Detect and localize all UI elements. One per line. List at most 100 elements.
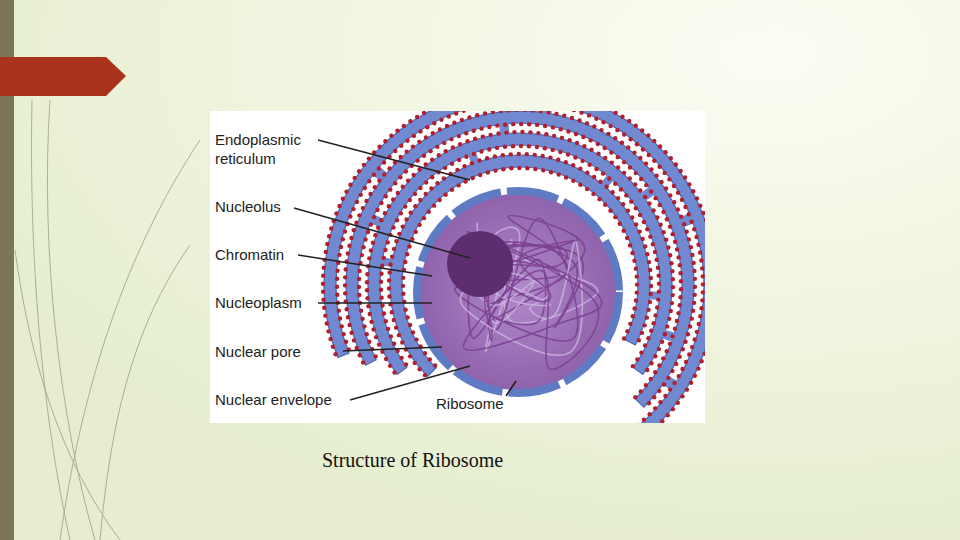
ribosome-dot [531,111,535,113]
ribosome-dot [571,179,575,183]
ribosome-dot [422,154,426,158]
ribosome-dot [690,345,694,349]
ribosome-dot [363,186,367,190]
ribosome-dot [400,340,404,344]
ribosome-dot [357,213,361,217]
ribosome-dot [408,323,412,327]
title-tab [0,57,126,96]
ribosome-dot [384,194,388,198]
ribosome-dot [361,245,365,249]
ribosome-dot [458,142,462,146]
ribosome-dot [645,368,649,372]
ribosome-dot [527,122,531,126]
ribosome-dot [412,361,416,365]
ribosome-dot [677,374,681,378]
ribosome-dot [401,184,405,188]
ribosome-dot [669,156,673,160]
ribosome-dot [556,172,560,176]
ribosome-dot [397,232,401,236]
ribosome-dot [610,190,614,194]
ribosome-dot [417,140,421,144]
ribosome-dot [383,248,387,252]
ribosome-dot [361,206,365,210]
ribosome-dot [414,230,418,234]
ribosome-dot [433,363,437,367]
ribosome-dot [596,151,600,155]
ribosome-dot [632,150,636,154]
ribosome-dot [533,167,537,171]
ribosome-dot [647,401,651,405]
ribosome-dot [519,144,523,148]
ribosome-dot [437,153,441,157]
ribosome-dot [321,290,325,294]
ribosome-dot [445,124,449,128]
ribosome-dot [415,115,419,119]
ribosome-dot [699,359,703,363]
ribosome-dot [597,197,601,201]
ribosome-dot [451,145,455,149]
ribosome-dot [670,293,674,297]
ribosome-dot [387,278,391,282]
ribosome-dot [382,160,386,164]
ribosome-dot [683,175,687,179]
leader-line [350,366,470,400]
ribosome-dot [667,317,671,321]
ribosome-dot [335,277,339,281]
ribosome-dot [509,166,513,170]
ribosome-dot [511,144,515,148]
ribosome-dot [437,198,441,202]
ribosome-dot [620,115,624,119]
ribosome-dot [375,208,379,212]
ribosome-dot [665,217,669,221]
ribosome-dot [690,253,694,257]
ribosome-dot [641,147,645,151]
ribosome-dot [670,301,674,305]
ribosome-dot [337,204,341,208]
ribosome-dot [404,169,408,173]
ribosome-dot [658,223,662,227]
ribosome-dot [367,339,371,343]
ribosome-dot [398,175,402,179]
ribosome-dot [387,204,391,208]
ribosome-dot [324,250,328,254]
ribosome-dot [591,192,595,196]
ribosome-dot [585,187,589,191]
ribosome-dot [649,276,653,280]
ribosome-dot [628,243,632,247]
ribosome-dot [435,145,439,149]
ribosome-dot [588,138,592,142]
ribosome-dot [594,167,598,171]
ribosome-dot [637,229,641,233]
ribosome-dot [657,281,661,285]
ribosome-dot [613,215,617,219]
ribosome-dot [364,332,368,336]
leader-line [318,140,470,180]
ribosome-dot [509,152,513,156]
ribosome-dot [652,159,656,163]
ribosome-dot [598,180,602,184]
ribosome-dot [680,394,684,398]
ribosome-dot [348,214,352,218]
ribosome-dot [647,260,651,264]
ribosome-dot [361,360,365,364]
ribosome-dot [667,177,671,181]
ribosome-dot [454,111,458,115]
ribosome-dot [338,316,342,320]
ribosome-dot [622,171,626,175]
part-label: Nuclear pore [215,342,345,361]
ribosome-dot [411,144,415,148]
ribosome-dot [676,191,680,195]
ribosome-dot [634,206,638,210]
ribosome-dot [367,156,371,160]
ribosome-dot [442,141,446,145]
ribosome-dot [626,145,630,149]
ribosome-dot [625,236,629,240]
ribosome-dot [467,115,471,119]
ribosome-dot [351,207,355,211]
ribosome-dot [397,333,401,337]
ribosome-dot [517,166,521,170]
ribosome-dot [352,338,356,342]
ribosome-dot [403,204,407,208]
ribosome-dot [683,340,687,344]
ribosome-dot [501,153,505,157]
